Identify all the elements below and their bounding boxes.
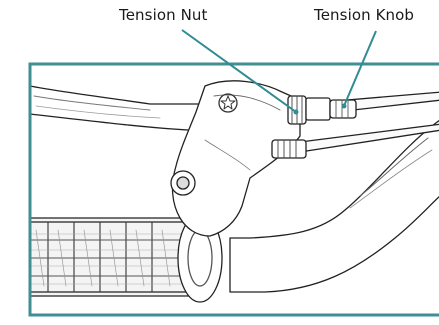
cable-ferrule [272,140,306,158]
tension-nut-dot [294,110,299,115]
tension-knob-leader [344,31,376,106]
tension-knob-label: Tension Knob [314,6,414,24]
tension-nut-label: Tension Nut [119,6,208,24]
tension-knob-dot [342,104,347,109]
tension-knob [306,98,356,120]
handlebar-grip [30,218,192,296]
